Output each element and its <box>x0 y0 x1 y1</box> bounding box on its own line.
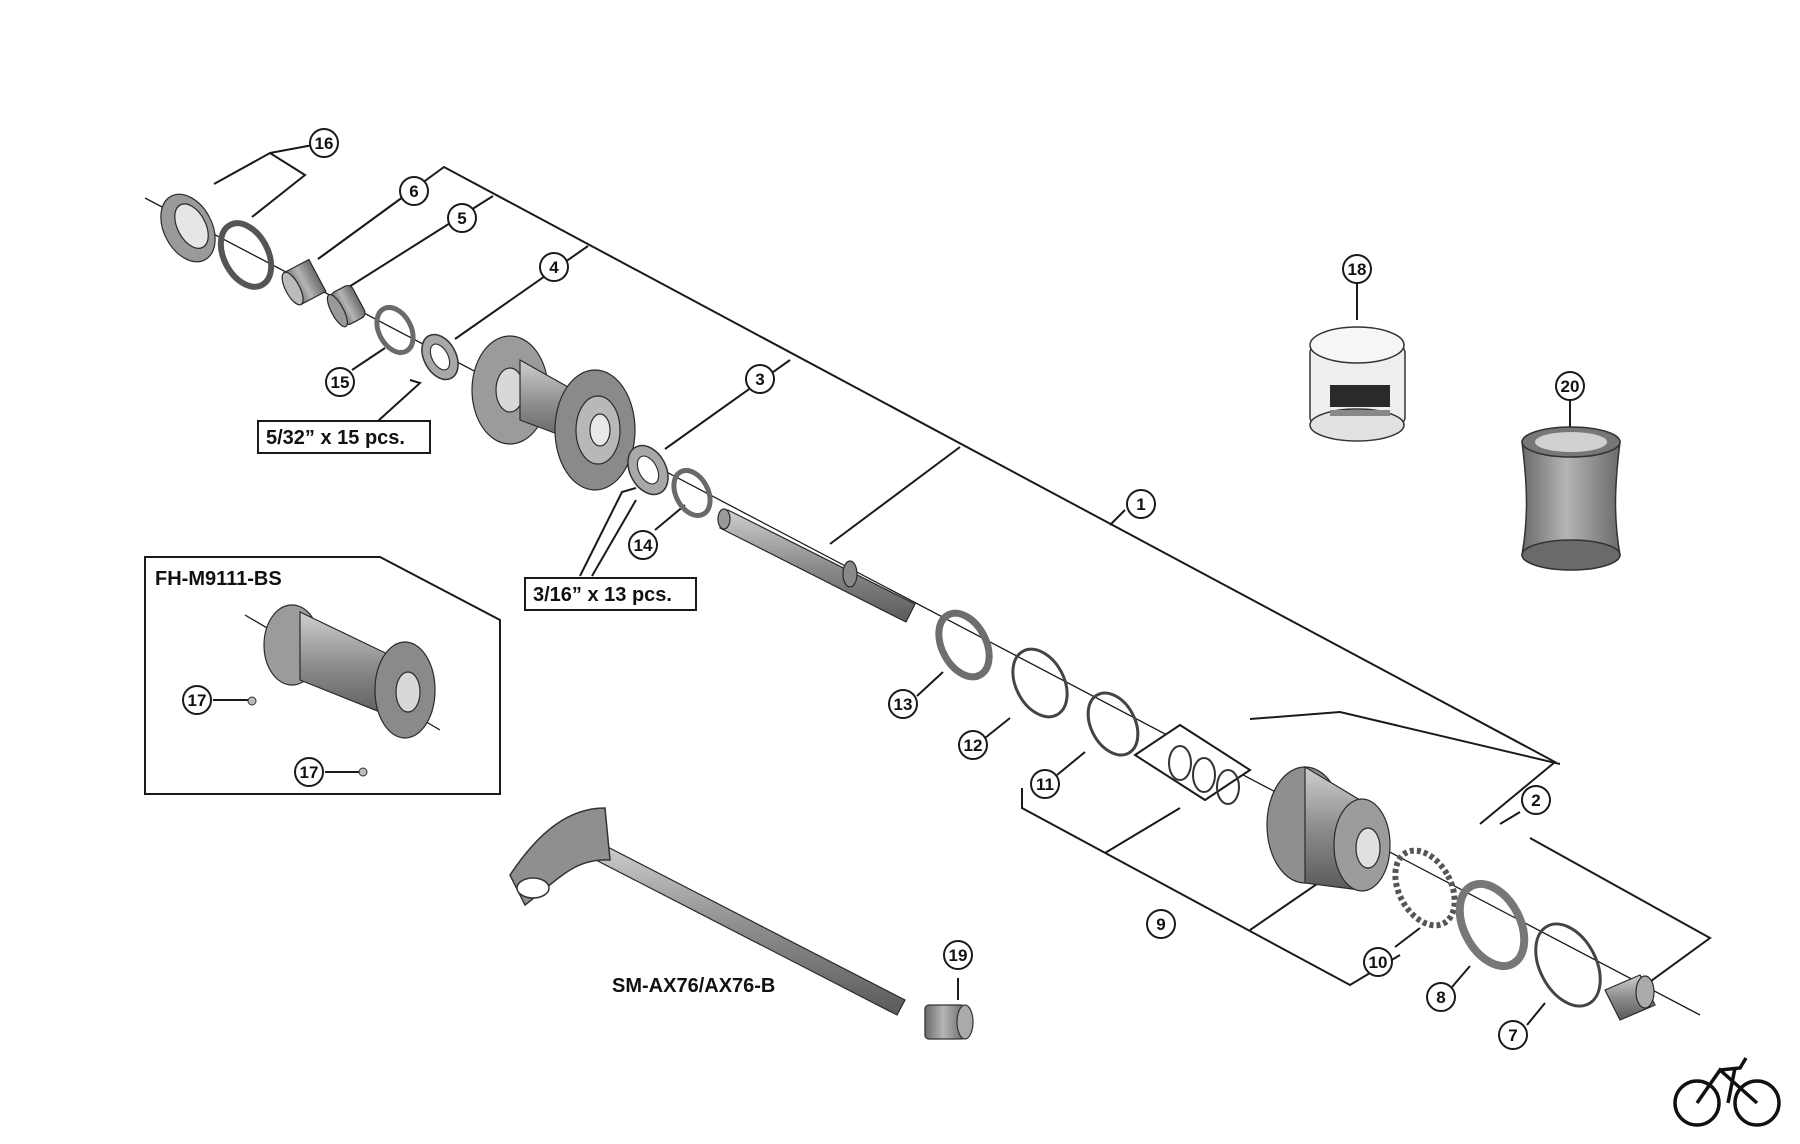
callout-6: 6 <box>399 176 429 206</box>
callout-9: 9 <box>1146 909 1176 939</box>
leader-balls-b2 <box>591 499 637 577</box>
leader-16 <box>269 144 314 154</box>
cone-part <box>326 284 366 328</box>
leader-balls-b <box>579 487 637 577</box>
svg-text:16: 16 <box>315 134 334 153</box>
inset-hub-part <box>244 604 441 739</box>
axle-model-label: SM-AX76/AX76-B <box>612 975 775 997</box>
callout-12: 12 <box>958 730 988 760</box>
svg-text:9: 9 <box>1156 915 1165 934</box>
svg-text:6: 6 <box>409 182 418 201</box>
bracket-2-lower <box>1529 837 1712 990</box>
callout-5: 5 <box>447 203 477 233</box>
bracket-9-branch <box>1104 807 1181 854</box>
svg-text:5: 5 <box>457 209 466 228</box>
leader-14 <box>654 504 686 531</box>
callout-18: 19 <box>943 940 973 970</box>
callout-1: 1 <box>1126 489 1156 519</box>
lock-ring-part <box>160 193 216 263</box>
seal-ring-7-part <box>1534 922 1602 1008</box>
leader-balls-a <box>377 379 422 422</box>
balls-a-label-box <box>257 420 431 454</box>
leader-1 <box>1109 509 1126 526</box>
ratchet-ring-part <box>1392 847 1458 929</box>
spacer-sleeve-part <box>281 258 327 306</box>
seal-ring-part <box>217 220 275 290</box>
leader-8 <box>1451 965 1471 988</box>
leader-15 <box>351 347 386 371</box>
callout-19: 18 <box>1342 254 1372 284</box>
callout-3: 3 <box>745 364 775 394</box>
leader-10 <box>1394 927 1421 948</box>
callout-20: 20 <box>1555 371 1585 401</box>
ball-retainer-b-part <box>627 444 669 496</box>
thru-axle-part <box>509 807 906 1016</box>
svg-text:13: 13 <box>894 695 913 714</box>
svg-text:17: 17 <box>188 691 207 710</box>
axle-nut-part <box>924 1004 974 1040</box>
hub-axle-part <box>717 508 916 623</box>
callout-17b: 17 <box>294 757 324 787</box>
main-axis-line <box>144 197 1701 1016</box>
callout-17a: 17 <box>182 685 212 715</box>
seal-ring-11-part <box>1086 691 1140 757</box>
ball-retainer-a-part <box>421 333 459 381</box>
svg-text:18: 18 <box>1348 260 1367 279</box>
washer-15-part <box>374 305 416 355</box>
leader-2 <box>1499 811 1521 825</box>
bicycle-icon <box>1673 1057 1781 1127</box>
leader-6 <box>317 196 404 260</box>
bracket-16 <box>213 151 307 218</box>
callout-11: 11 <box>1030 769 1060 799</box>
svg-text:1: 1 <box>1136 495 1145 514</box>
leader-11 <box>1056 751 1086 776</box>
leader-12 <box>984 717 1011 739</box>
svg-text:3: 3 <box>755 370 764 389</box>
grease-container-part <box>1309 326 1406 442</box>
bracket-1-branch-4 <box>454 245 589 340</box>
svg-text:11: 11 <box>1036 775 1054 794</box>
svg-text:10: 10 <box>1369 953 1388 972</box>
freehub-model-label: FH-M9111-BS <box>155 568 282 590</box>
inset-bolt-b <box>358 767 368 777</box>
svg-text:19: 19 <box>949 946 968 965</box>
balls-b-label-box <box>524 577 697 611</box>
hub-body-part <box>471 335 636 491</box>
callout-8: 8 <box>1426 982 1456 1012</box>
leader-13 <box>916 671 944 697</box>
svg-text:7: 7 <box>1508 1026 1517 1045</box>
end-cap-part <box>1604 974 1656 1021</box>
callout-15: 15 <box>325 367 355 397</box>
inset-bolt-a <box>247 696 257 706</box>
seal-ring-13-part <box>935 609 993 681</box>
svg-text:12: 12 <box>964 736 983 755</box>
svg-text:2: 2 <box>1531 791 1540 810</box>
callout-13: 13 <box>888 689 918 719</box>
leader-7 <box>1526 1002 1546 1026</box>
balls-b-label: 3/16” x 13 pcs. <box>533 584 672 606</box>
svg-text:20: 20 <box>1561 377 1580 396</box>
balls-a-label: 5/32” x 15 pcs. <box>266 427 405 449</box>
bracket-2 <box>1249 710 1561 765</box>
seal-ring-12-part <box>1011 647 1069 719</box>
o-ring-set-part <box>1168 745 1240 805</box>
callout-2: 2 <box>1521 785 1551 815</box>
installation-tool-part <box>1521 426 1621 571</box>
callout-10: 10 <box>1363 947 1393 977</box>
seal-ring-8-part <box>1455 879 1529 971</box>
svg-text:15: 15 <box>331 373 350 392</box>
svg-text:4: 4 <box>549 258 559 277</box>
callout-14: 14 <box>628 530 658 560</box>
callout-4: 4 <box>539 252 569 282</box>
bracket-1-branch-mid <box>829 446 961 545</box>
o-ring-box <box>1133 723 1252 802</box>
callout-16: 16 <box>309 128 339 158</box>
freehub-body-part <box>1266 765 1391 892</box>
svg-text:14: 14 <box>634 536 653 555</box>
svg-text:8: 8 <box>1436 988 1445 1007</box>
svg-text:17: 17 <box>300 763 319 782</box>
washer-14-part <box>671 468 713 518</box>
callout-7: 7 <box>1498 1020 1528 1050</box>
